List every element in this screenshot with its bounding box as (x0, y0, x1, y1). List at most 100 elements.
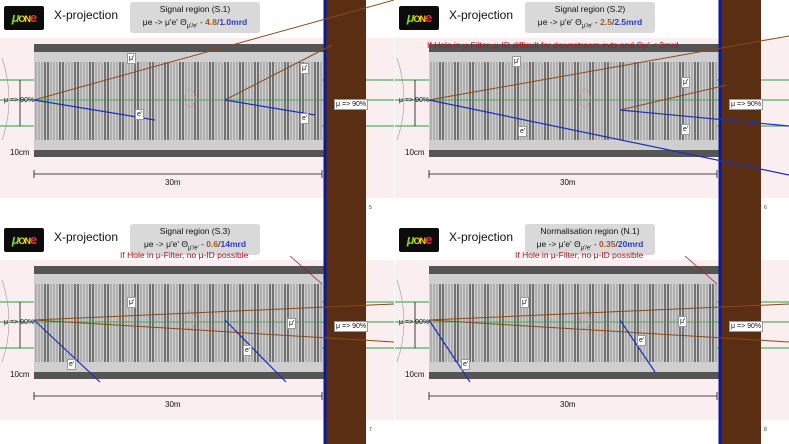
region-title: Normalisation region (N.1) (540, 226, 640, 236)
scale-vertical: 10cm (10, 370, 30, 379)
muon-label: μ' (520, 297, 530, 308)
eff-label-right: μ => 90% (334, 99, 369, 110)
eff-label-left: μ => 90% (399, 97, 430, 104)
electron-track (224, 99, 316, 116)
warning-text: If Hole in μ-Filter, μ-ID difficult for … (427, 40, 679, 50)
region-formula: μe -> μ'e' Θμ'/e' - 2.5/2.5mrd (537, 17, 643, 30)
bottom-absorber (429, 150, 719, 157)
acceptance-curve (1, 279, 10, 363)
acceptance-curve (396, 279, 405, 363)
scale-vertical: 10cm (405, 148, 425, 157)
muon-label: μ' (127, 53, 137, 64)
eff-label-left: μ => 90% (4, 319, 35, 326)
vertex-marker (579, 310, 591, 330)
eff-label-right: μ => 90% (729, 321, 764, 332)
electron-track (224, 319, 287, 383)
scale-horizontal: 30m (165, 400, 181, 409)
electron-label: e' (135, 109, 145, 120)
electron-track (33, 319, 101, 383)
region-title: Signal region (S.1) (159, 4, 231, 14)
muon-track (428, 319, 789, 343)
electron-label-2: e' (300, 113, 310, 124)
page-number: 6 (764, 205, 767, 211)
scale-vertical: 10cm (405, 370, 425, 379)
electron-track (428, 319, 471, 383)
eff-label-left: μ => 90% (4, 97, 35, 104)
region-formula: μe -> μ'e' Θμ'/e' - 0.6/14mrd (143, 239, 247, 252)
region-title: Signal region (S.3) (159, 226, 231, 236)
slide-panel: μONe X-projection Normalisation region (… (395, 222, 789, 444)
warning-pointer (289, 255, 323, 285)
tracker-strips (430, 284, 717, 362)
tracker-strips (35, 284, 322, 362)
scale-horizontal: 30m (560, 178, 576, 187)
muone-logo: μONe (399, 228, 439, 252)
electron-track (619, 109, 789, 127)
muon-label: μ' (512, 56, 522, 67)
eff-label-right: μ => 90% (729, 99, 764, 110)
warning-text: If Hole in μ-Filter, no μ-ID possible (515, 250, 644, 260)
electron-label-2: e' (681, 124, 691, 135)
electron-track (428, 99, 789, 176)
bottom-absorber (429, 372, 719, 379)
muon-track (33, 319, 394, 343)
electron-track (619, 319, 656, 373)
scale-horizontal: 30m (165, 178, 181, 187)
muon-label-2: μ' (287, 318, 297, 329)
top-absorber (429, 44, 719, 52)
projection-title: X-projection (54, 8, 119, 22)
muon-filter (721, 0, 761, 222)
electron-label: e' (518, 126, 528, 137)
muon-label: μ' (127, 297, 137, 308)
top-absorber (34, 266, 324, 274)
electron-label: e' (67, 359, 77, 370)
bottom-absorber (34, 372, 324, 379)
acceptance-curve (396, 57, 405, 141)
page-number: 7 (369, 427, 372, 433)
muone-logo: μONe (4, 228, 44, 252)
eff-label-right: μ => 90% (334, 321, 369, 332)
top-absorber (429, 266, 719, 274)
page-number: 5 (369, 205, 372, 211)
projection-title: X-projection (449, 230, 514, 244)
detector-diagram (0, 222, 394, 444)
muon-track (33, 303, 394, 321)
top-absorber (34, 44, 324, 52)
muon-filter (326, 222, 366, 444)
muon-filter (326, 0, 366, 222)
region-formula: μe -> μ'e' Θμ'/e' - 4.8/1.0mrd (142, 17, 248, 30)
detector-diagram (395, 222, 789, 444)
region-box: Signal region (S.3) μe -> μ'e' Θμ'/e' - … (130, 224, 260, 255)
region-box: Signal region (S.2) μe -> μ'e' Θμ'/e' - … (525, 2, 655, 33)
slide-panel: μONe X-projection Signal region (S.1) μe… (0, 0, 394, 222)
muon-track (428, 303, 789, 321)
muon-track (619, 84, 728, 111)
scale-horizontal: 30m (560, 400, 576, 409)
acceptance-curve (1, 57, 10, 141)
region-box: Signal region (S.1) μe -> μ'e' Θμ'/e' - … (130, 2, 260, 33)
scale-vertical: 10cm (10, 148, 30, 157)
muon-label-2: μ' (681, 77, 691, 88)
vertex-marker (579, 88, 591, 108)
muon-track (224, 44, 333, 101)
electron-track (33, 99, 156, 121)
region-box: Normalisation region (N.1) μe -> μ'e' Θμ… (525, 224, 655, 255)
slide-panel: μONe X-projection Signal region (S.3) μe… (0, 222, 394, 444)
detector-diagram (395, 0, 789, 222)
vertex-marker (184, 88, 196, 108)
vertex-marker (184, 310, 196, 330)
projection-title: X-projection (54, 230, 119, 244)
detector-diagram (0, 0, 394, 222)
electron-label-2: e' (637, 335, 647, 346)
muon-label-2: μ' (300, 63, 310, 74)
muon-track (33, 0, 394, 101)
bottom-absorber (34, 150, 324, 157)
region-formula: μe -> μ'e' Θμ'/e' - 0.35/20mrd (536, 239, 644, 252)
region-title: Signal region (S.2) (554, 4, 626, 14)
electron-label-2: e' (243, 345, 253, 356)
muon-label-2: μ' (678, 316, 688, 327)
muone-logo: μONe (399, 6, 439, 30)
tracker-strips (430, 62, 717, 140)
projection-title: X-projection (449, 8, 514, 22)
muone-logo: μONe (4, 6, 44, 30)
